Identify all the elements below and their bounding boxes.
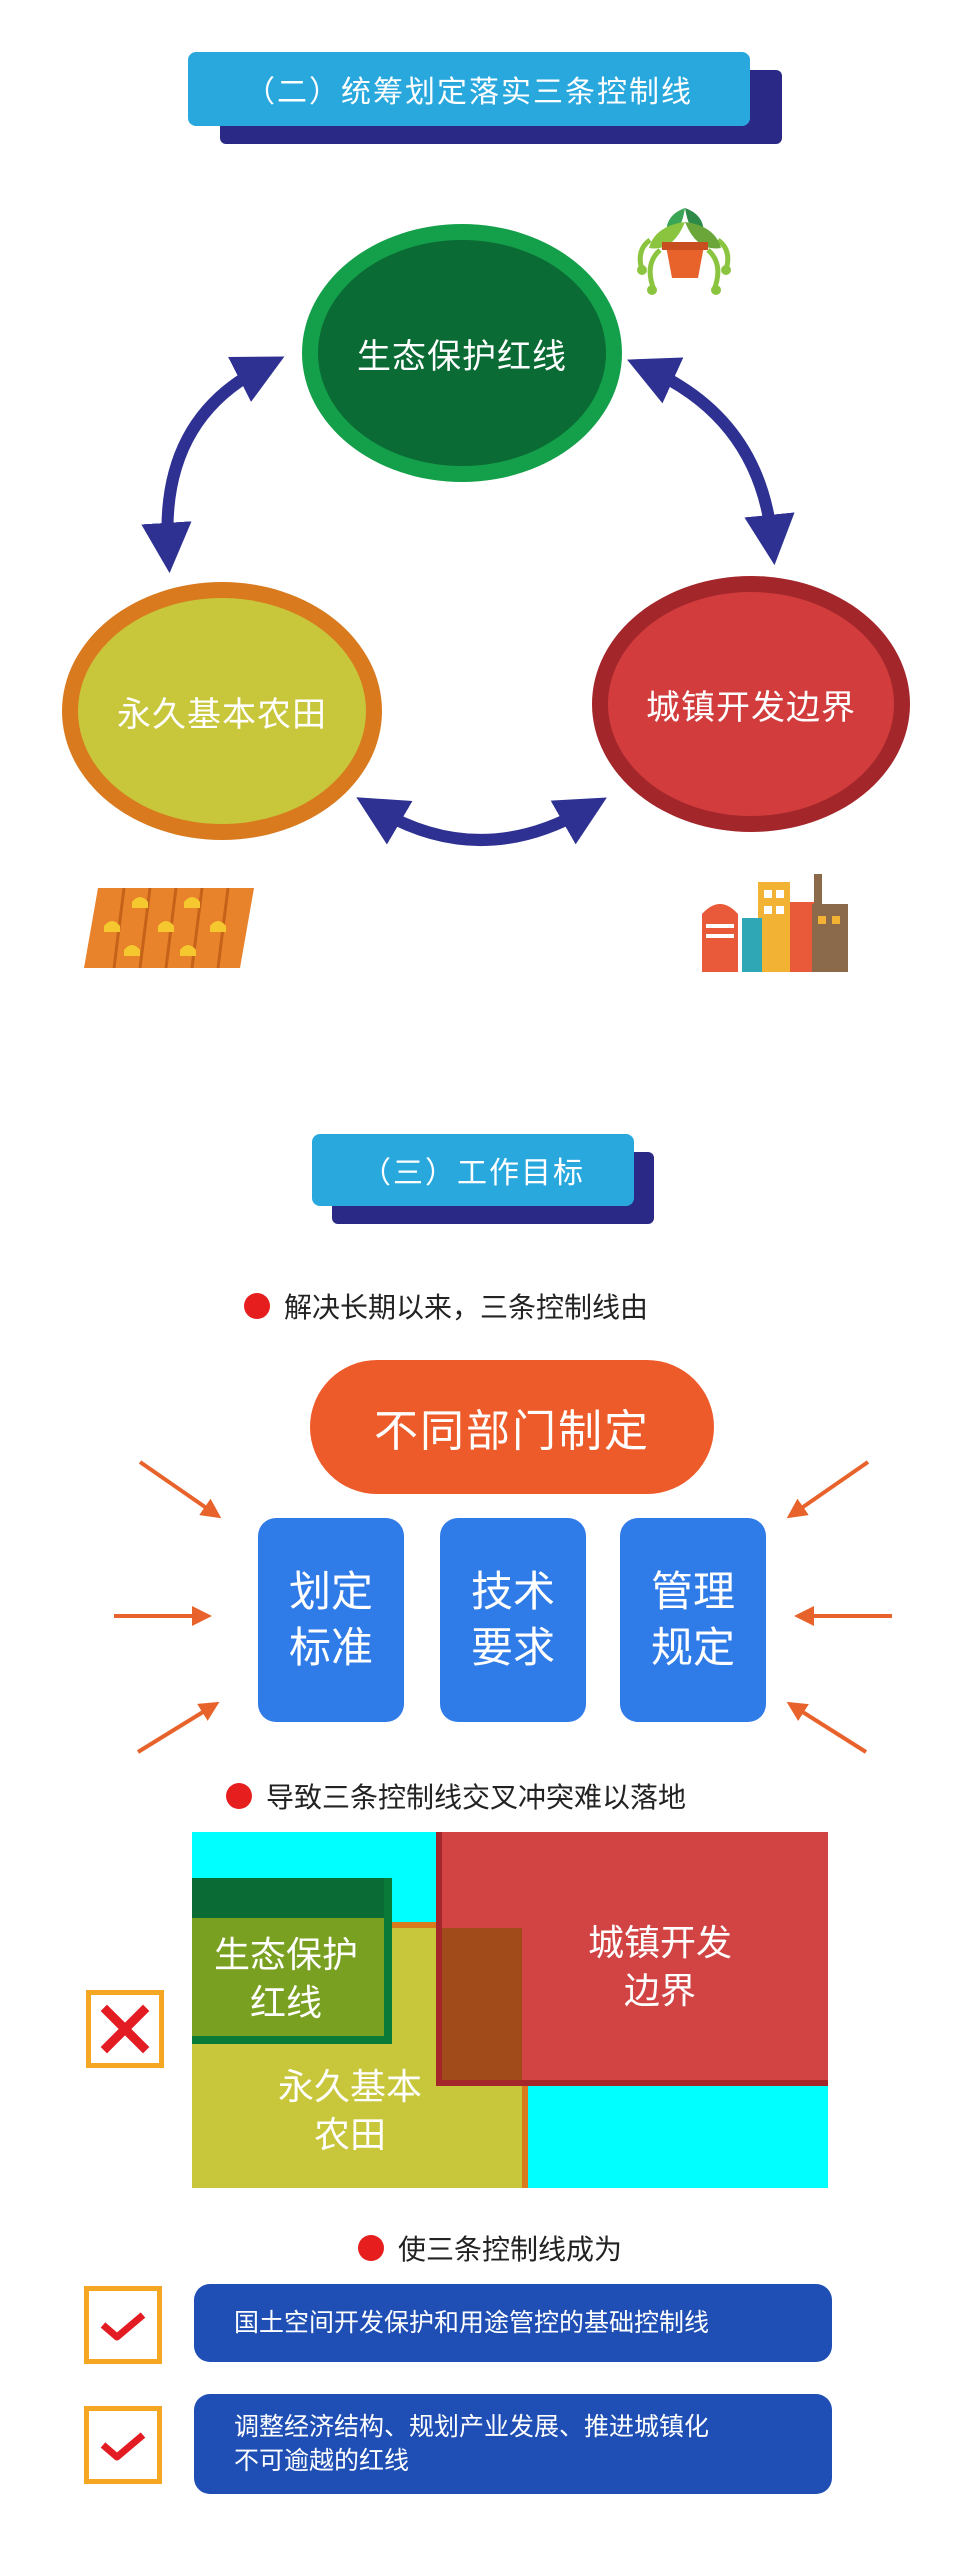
- card-technical: 技术要求: [440, 1518, 586, 1722]
- ecology-label: 生态保护红线: [357, 336, 567, 377]
- cross-icon: [100, 2004, 150, 2054]
- check-box-2: [84, 2406, 162, 2484]
- overlap-ecology-label: 生态保护红线: [213, 1935, 358, 2024]
- bullet-dot: [226, 1783, 252, 1809]
- bullet-1: 解决长期以来，三条控制线由: [244, 1286, 648, 1326]
- field-icon: [84, 888, 254, 968]
- goal-2-text-l2: 不可逾越的红线: [234, 2446, 410, 2475]
- overlap-region: [442, 1928, 522, 2080]
- section3-header: （三）工作目标: [312, 1134, 634, 1206]
- arrow-ecology-urban: [627, 357, 795, 566]
- factory-icon: [702, 874, 848, 972]
- arrow-farmland-urban: [356, 797, 607, 846]
- bullet-3-text: 使三条控制线成为: [398, 2233, 623, 2266]
- ecology-region-top: [192, 1878, 384, 1918]
- section2-header: （二）统筹划定落实三条控制线: [188, 52, 750, 126]
- goal-1-text: 国土空间开发保护和用途管控的基础控制线: [234, 2308, 710, 2337]
- cycle-arrows: [141, 356, 795, 846]
- goal-1: 国土空间开发保护和用途管控的基础控制线: [194, 2284, 832, 2362]
- plant-icon: [637, 208, 731, 295]
- card-standards-l2: 标准: [288, 1623, 373, 1672]
- farmland-label: 永久基本农田: [117, 694, 327, 735]
- check-box-1: [84, 2286, 162, 2364]
- overlap-farmland-label: 永久基本农田: [277, 2067, 422, 2156]
- ecology-ellipse: 生态保护红线: [302, 224, 622, 482]
- goal-2-text-l1: 调整经济结构、规划产业发展、推进城镇化: [234, 2412, 710, 2441]
- card-standards-l1: 划定: [288, 1567, 373, 1616]
- check-icon: [100, 2312, 146, 2341]
- urban-label: 城镇开发边界: [646, 687, 856, 728]
- bullet-dot: [358, 2235, 384, 2261]
- card-management: 管理规定: [620, 1518, 766, 1722]
- bullet-dot: [244, 1293, 270, 1319]
- card-management-l1: 管理: [650, 1567, 735, 1616]
- bullet-2: 导致三条控制线交叉冲突难以落地: [226, 1776, 686, 1816]
- bullet-3: 使三条控制线成为: [358, 2228, 622, 2268]
- check-icon: [100, 2432, 146, 2461]
- goal-2: 调整经济结构、规划产业发展、推进城镇化不可逾越的红线: [194, 2394, 832, 2494]
- card-technical-l2: 要求: [470, 1623, 555, 1672]
- card-technical-l1: 技术: [470, 1567, 555, 1616]
- card-standards: 划定标准: [258, 1518, 404, 1722]
- cross-box: [86, 1990, 164, 2068]
- overlap-urban-label: 城镇开发边界: [587, 1923, 732, 2012]
- bullet-1-text: 解决长期以来，三条控制线由: [284, 1291, 649, 1324]
- urban-ellipse: 城镇开发边界: [592, 576, 910, 832]
- overlap-diagram: [192, 1832, 828, 2188]
- inward-arrows: [114, 1460, 892, 1754]
- arrow-ecology-farmland: [141, 356, 285, 574]
- departments-pill: 不同部门制定: [310, 1360, 714, 1494]
- bullet-2-text: 导致三条控制线交叉冲突难以落地: [266, 1781, 687, 1814]
- card-management-l2: 规定: [650, 1623, 735, 1672]
- farmland-ellipse: 永久基本农田: [62, 582, 382, 840]
